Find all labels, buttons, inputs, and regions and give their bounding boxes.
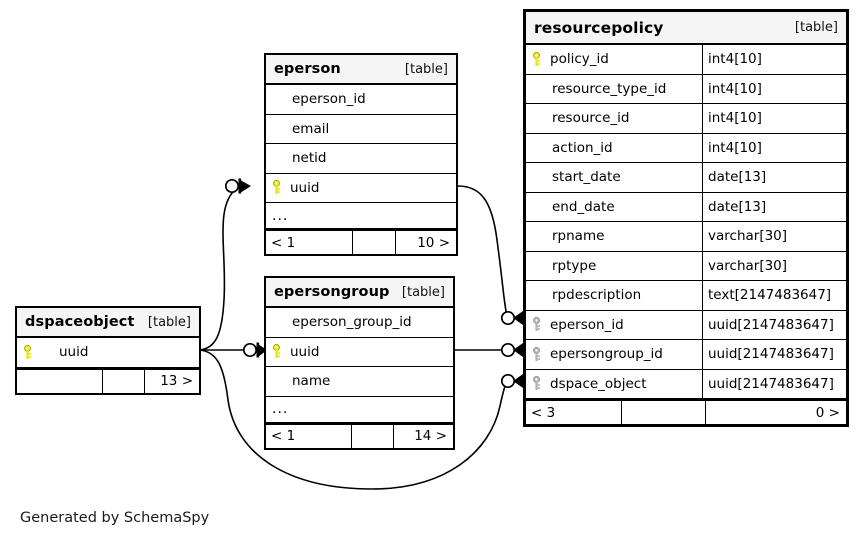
primary-key-icon	[17, 344, 37, 360]
column-name: resource_type_id	[552, 80, 667, 97]
table-row[interactable]: uuid	[266, 174, 456, 203]
footer-middle	[352, 231, 395, 254]
column-name: dspace_object	[550, 375, 647, 392]
table-row[interactable]: uuid	[17, 338, 199, 368]
footer-right[interactable]: 0 >	[705, 401, 846, 424]
edge-eperson-resourcepolicy	[457, 185, 508, 317]
table-row[interactable]: rpdescription text[2147483647]	[526, 281, 846, 311]
footer-left[interactable]	[17, 370, 102, 393]
table-footer-resourcepolicy: < 3 0 >	[526, 399, 846, 424]
footer-left[interactable]: < 3	[531, 404, 556, 421]
table-row[interactable]: action_id int4[10]	[526, 133, 846, 163]
table-node-resourcepolicy[interactable]: resourcepolicy [table] policy_id int4[10…	[523, 9, 849, 427]
footer-right[interactable]: 14 >	[393, 424, 453, 448]
column-name: epersongroup_id	[550, 346, 663, 363]
footer-right[interactable]: 13 >	[144, 369, 199, 393]
edge-dspaceobject-dspaceobjectfk	[199, 349, 508, 490]
table-title: epersongroup	[274, 284, 390, 300]
column-name: uuid	[290, 343, 320, 360]
column-name: resource_id	[552, 110, 630, 127]
table-row[interactable]: rptype varchar[30]	[526, 251, 846, 281]
column-type: uuid[2147483647]	[702, 310, 846, 339]
table-row[interactable]: email	[266, 115, 456, 144]
column-name: eperson_id	[550, 316, 624, 333]
table-row[interactable]: eperson_id	[266, 85, 456, 115]
footer-middle	[621, 401, 705, 424]
table-header-resourcepolicy: resourcepolicy [table]	[526, 12, 846, 45]
edge-dspaceobject-eperson	[199, 187, 238, 351]
table-node-eperson[interactable]: eperson [table] eperson_id email netid u…	[264, 53, 458, 256]
table-row[interactable]: dspace_object uuid[2147483647]	[526, 369, 846, 399]
table-footer-epersongroup: < 1 14 >	[266, 422, 453, 448]
column-type: int4[10]	[702, 133, 846, 162]
table-row[interactable]: start_date date[13]	[526, 163, 846, 193]
column-name: uuid	[59, 344, 89, 361]
column-type: int4[10]	[702, 45, 846, 74]
foreign-key-icon	[526, 346, 546, 362]
column-name: email	[292, 120, 330, 137]
foreign-key-icon	[526, 317, 546, 332]
table-row[interactable]: name	[266, 367, 453, 397]
table-footer-eperson: < 1 10 >	[266, 229, 456, 254]
primary-key-icon	[266, 344, 286, 359]
connector-endpoints	[224, 178, 523, 389]
table-row[interactable]: eperson_group_id	[266, 308, 453, 338]
column-name: netid	[292, 150, 327, 167]
column-type: date[13]	[702, 163, 846, 192]
column-name: uuid	[290, 179, 320, 196]
column-name: eperson_id	[292, 91, 366, 108]
column-name: policy_id	[550, 51, 609, 68]
table-node-dspaceobject[interactable]: dspaceobject [table] uuid 13 >	[15, 306, 201, 395]
column-name: rpdescription	[552, 287, 642, 304]
foreign-key-icon	[526, 376, 546, 391]
table-row[interactable]: uuid	[266, 338, 453, 367]
generator-credit: Generated by SchemaSpy	[20, 510, 210, 526]
table-type-tag: [table]	[401, 284, 445, 300]
column-type: uuid[2147483647]	[702, 369, 846, 398]
column-name: end_date	[552, 198, 615, 215]
table-header-epersongroup: epersongroup [table]	[266, 278, 453, 308]
footer-middle	[102, 369, 144, 393]
primary-key-icon	[526, 51, 546, 67]
column-name: eperson_group_id	[292, 314, 412, 331]
table-row[interactable]: resource_type_id int4[10]	[526, 74, 846, 104]
table-header-eperson: eperson [table]	[266, 55, 456, 85]
table-title: eperson	[274, 61, 341, 77]
table-type-tag: [table]	[147, 314, 191, 330]
column-type: int4[10]	[702, 74, 846, 103]
table-row[interactable]: rpname varchar[30]	[526, 222, 846, 252]
column-type: date[13]	[702, 192, 846, 221]
table-row[interactable]: resource_id int4[10]	[526, 104, 846, 134]
footer-left[interactable]: < 1	[271, 234, 296, 251]
column-name: start_date	[552, 169, 621, 186]
table-row[interactable]: epersongroup_id uuid[2147483647]	[526, 340, 846, 370]
footer-right[interactable]: 10 >	[395, 231, 456, 254]
table-type-tag: [table]	[404, 61, 448, 77]
table-row[interactable]: end_date date[13]	[526, 192, 846, 222]
table-header-dspaceobject: dspaceobject [table]	[17, 308, 199, 338]
footer-left[interactable]: < 1	[271, 428, 296, 444]
column-name: name	[292, 373, 331, 390]
table-title: resourcepolicy	[534, 18, 664, 37]
more-columns-indicator: ...	[266, 397, 453, 423]
column-name: rptype	[552, 257, 597, 274]
column-name: rpname	[552, 228, 605, 245]
column-type: varchar[30]	[702, 222, 846, 251]
more-columns-indicator: ...	[266, 203, 456, 229]
table-row[interactable]: eperson_id uuid[2147483647]	[526, 310, 846, 340]
column-type: uuid[2147483647]	[702, 340, 846, 369]
column-type: int4[10]	[702, 104, 846, 133]
table-title: dspaceobject	[25, 314, 135, 330]
table-footer-dspaceobject: 13 >	[17, 367, 199, 393]
footer-middle	[351, 424, 393, 448]
table-row[interactable]: netid	[266, 144, 456, 174]
column-name: action_id	[552, 139, 613, 156]
column-type: varchar[30]	[702, 251, 846, 280]
primary-key-icon	[266, 180, 286, 195]
table-row[interactable]: policy_id int4[10]	[526, 45, 846, 75]
column-type: text[2147483647]	[702, 281, 846, 310]
table-node-epersongroup[interactable]: epersongroup [table] eperson_group_id uu…	[264, 276, 455, 450]
table-type-tag: [table]	[794, 20, 838, 35]
